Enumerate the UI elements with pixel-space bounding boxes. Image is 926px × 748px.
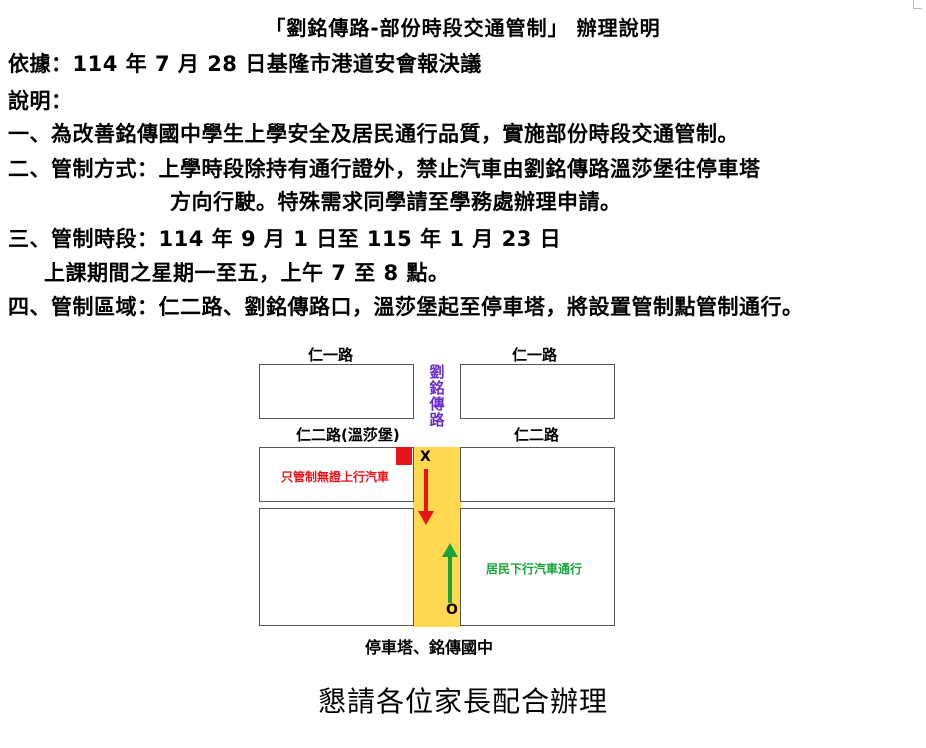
direction-arrows [418, 469, 458, 603]
o-mark: O [446, 602, 458, 618]
block-top-left [259, 364, 414, 419]
item-2-line-1: 二、管制方式：上學時段除持有通行證外，禁止汽車由劉銘傳路溫莎堡往停車塔 [8, 157, 761, 181]
street-label-ren2-left: 仁二路(溫莎堡) [296, 426, 400, 444]
item-3-line-1: 三、管制時段：114 年 9 月 1 日至 115 年 1 月 23 日 [8, 227, 562, 251]
explain-heading: 說明： [8, 89, 73, 113]
checkpoint-marker [396, 447, 412, 465]
block-bottom-left [259, 508, 414, 626]
block-top-right [460, 364, 615, 419]
down-arrow-icon [418, 469, 434, 525]
item-3-line-2: 上課期間之星期一至五，上午 7 至 8 點。 [44, 261, 450, 285]
restriction-note: 只管制無證上行汽車 [281, 470, 390, 484]
up-arrow-icon [442, 543, 458, 603]
allowed-note: 居民下行汽車通行 [486, 562, 583, 576]
street-label-ren1-left: 仁一路 [308, 346, 354, 364]
street-label-ren2-right: 仁二路 [514, 426, 560, 444]
block-mid-left [259, 447, 414, 502]
destination-label: 停車塔、銘傳國中 [365, 638, 494, 657]
document-title: 「劉銘傳路-部份時段交通管制」 辦理說明 [265, 16, 661, 40]
closing-note: 懇請各位家長配合辦理 [317, 685, 608, 718]
block-mid-right [460, 447, 615, 502]
x-mark: X [420, 449, 431, 465]
street-label-ren1-right: 仁一路 [512, 346, 558, 364]
road-liumingchuan [413, 447, 461, 627]
street-label-liumingchuan: 劉銘傳路 [429, 363, 445, 429]
item-1: 一、為改善銘傳國中學生上學安全及居民通行品質，實施部份時段交通管制。 [8, 122, 739, 146]
basis-line: 依據：114 年 7 月 28 日基隆市港道安會報決議 [8, 52, 482, 76]
block-bottom-right [460, 508, 615, 626]
page-corner-mark [913, 0, 922, 9]
item-2-line-2: 方向行駛。特殊需求同學請至學務處辦理申請。 [170, 190, 622, 214]
item-4: 四、管制區域：仁二路、劉銘傳路口，溫莎堡起至停車塔，將設置管制點管制通行。 [8, 295, 804, 319]
